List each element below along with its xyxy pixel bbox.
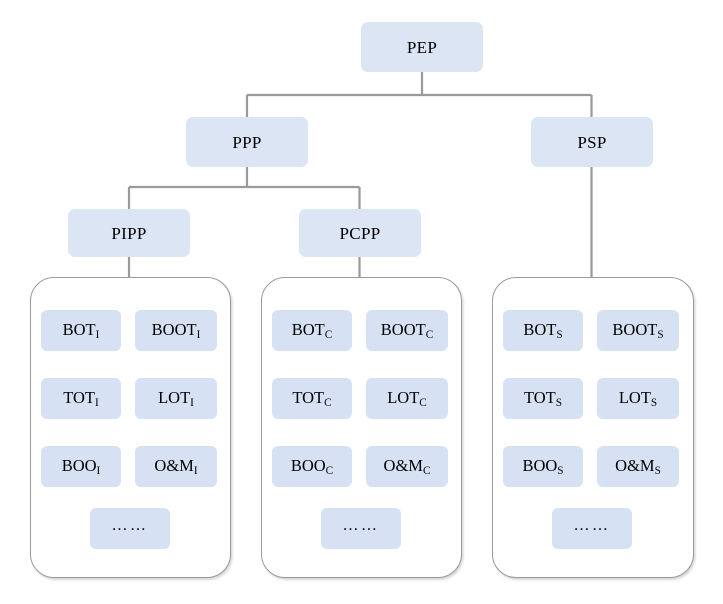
leaf-label: BOOTS [612, 320, 664, 342]
leaf-label: TOTC [292, 388, 332, 410]
node-pcpp-label: PCPP [339, 223, 381, 243]
node-pep-label: PEP [406, 37, 438, 57]
leaf-boo-i[interactable]: BOOI [41, 446, 121, 487]
node-pipp-label: PIPP [111, 223, 147, 243]
leaf-lot-s[interactable]: LOTS [597, 378, 679, 419]
leaf-boo-s[interactable]: BOOS [503, 446, 583, 487]
leaf-label: LOTS [618, 388, 658, 410]
leaf-label: O&MI [154, 456, 198, 478]
leaf-label: BOOS [522, 456, 564, 478]
leaf-tot-i[interactable]: TOTI [41, 378, 121, 419]
leaf-bot-s[interactable]: BOTS [503, 310, 583, 351]
node-pipp[interactable]: PIPP [68, 209, 190, 257]
ellipsis-label: …… [111, 516, 149, 534]
leaf-om-i[interactable]: O&MI [135, 446, 217, 487]
leaf-label: BOOTC [380, 320, 434, 342]
ellipsis-label: …… [573, 516, 611, 534]
leaf-tot-s[interactable]: TOTS [503, 378, 583, 419]
node-psp[interactable]: PSP [531, 117, 653, 167]
leaf-label: BOTS [523, 320, 563, 342]
leaf-label: O&MS [615, 456, 661, 478]
leaf-ellipsis-s[interactable]: …… [552, 508, 632, 549]
leaf-boo-c[interactable]: BOOC [272, 446, 352, 487]
node-ppp-label: PPP [232, 132, 262, 152]
leaf-label: LOTI [158, 388, 194, 410]
leaf-boot-s[interactable]: BOOTS [597, 310, 679, 351]
leaf-label: BOOTI [151, 320, 201, 342]
node-pep[interactable]: PEP [361, 22, 483, 72]
leaf-label: BOOI [61, 456, 101, 478]
leaf-label: BOOC [290, 456, 334, 478]
leaf-tot-c[interactable]: TOTC [272, 378, 352, 419]
leaf-label: O&MC [383, 456, 431, 478]
ellipsis-label: …… [342, 516, 380, 534]
leaf-ellipsis-c[interactable]: …… [321, 508, 401, 549]
leaf-label: BOTI [62, 320, 100, 342]
leaf-label: LOTC [387, 388, 427, 410]
leaf-label: TOTI [63, 388, 99, 410]
node-ppp[interactable]: PPP [186, 117, 308, 167]
leaf-om-c[interactable]: O&MC [366, 446, 448, 487]
leaf-boot-c[interactable]: BOOTC [366, 310, 448, 351]
leaf-boot-i[interactable]: BOOTI [135, 310, 217, 351]
leaf-om-s[interactable]: O&MS [597, 446, 679, 487]
leaf-ellipsis-i[interactable]: …… [90, 508, 170, 549]
leaf-bot-c[interactable]: BOTC [272, 310, 352, 351]
leaf-label: TOTS [523, 388, 563, 410]
leaf-bot-i[interactable]: BOTI [41, 310, 121, 351]
leaf-lot-c[interactable]: LOTC [366, 378, 448, 419]
node-psp-label: PSP [577, 132, 607, 152]
leaf-label: BOTC [291, 320, 333, 342]
leaf-lot-i[interactable]: LOTI [135, 378, 217, 419]
node-pcpp[interactable]: PCPP [299, 209, 421, 257]
